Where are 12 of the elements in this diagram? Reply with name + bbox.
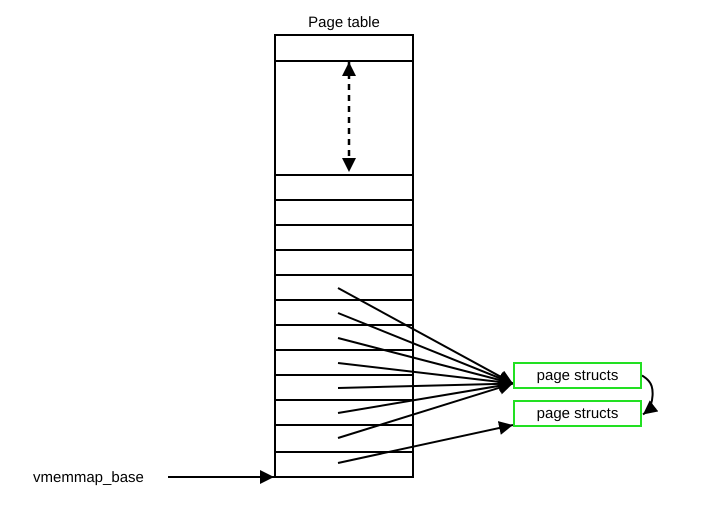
arrow — [338, 312, 514, 385]
struct-box — [513, 362, 642, 389]
box-label: page structs — [536, 405, 618, 422]
arrow — [338, 378, 514, 414]
arrow — [168, 470, 274, 484]
arrow — [338, 421, 514, 464]
arrow — [641, 374, 658, 416]
struct-box — [513, 400, 642, 427]
arrow — [338, 287, 514, 384]
pointer-label: vmemmap_base — [33, 468, 144, 486]
table-heading: Page table — [307, 14, 381, 31]
box-label: page structs — [536, 367, 618, 384]
